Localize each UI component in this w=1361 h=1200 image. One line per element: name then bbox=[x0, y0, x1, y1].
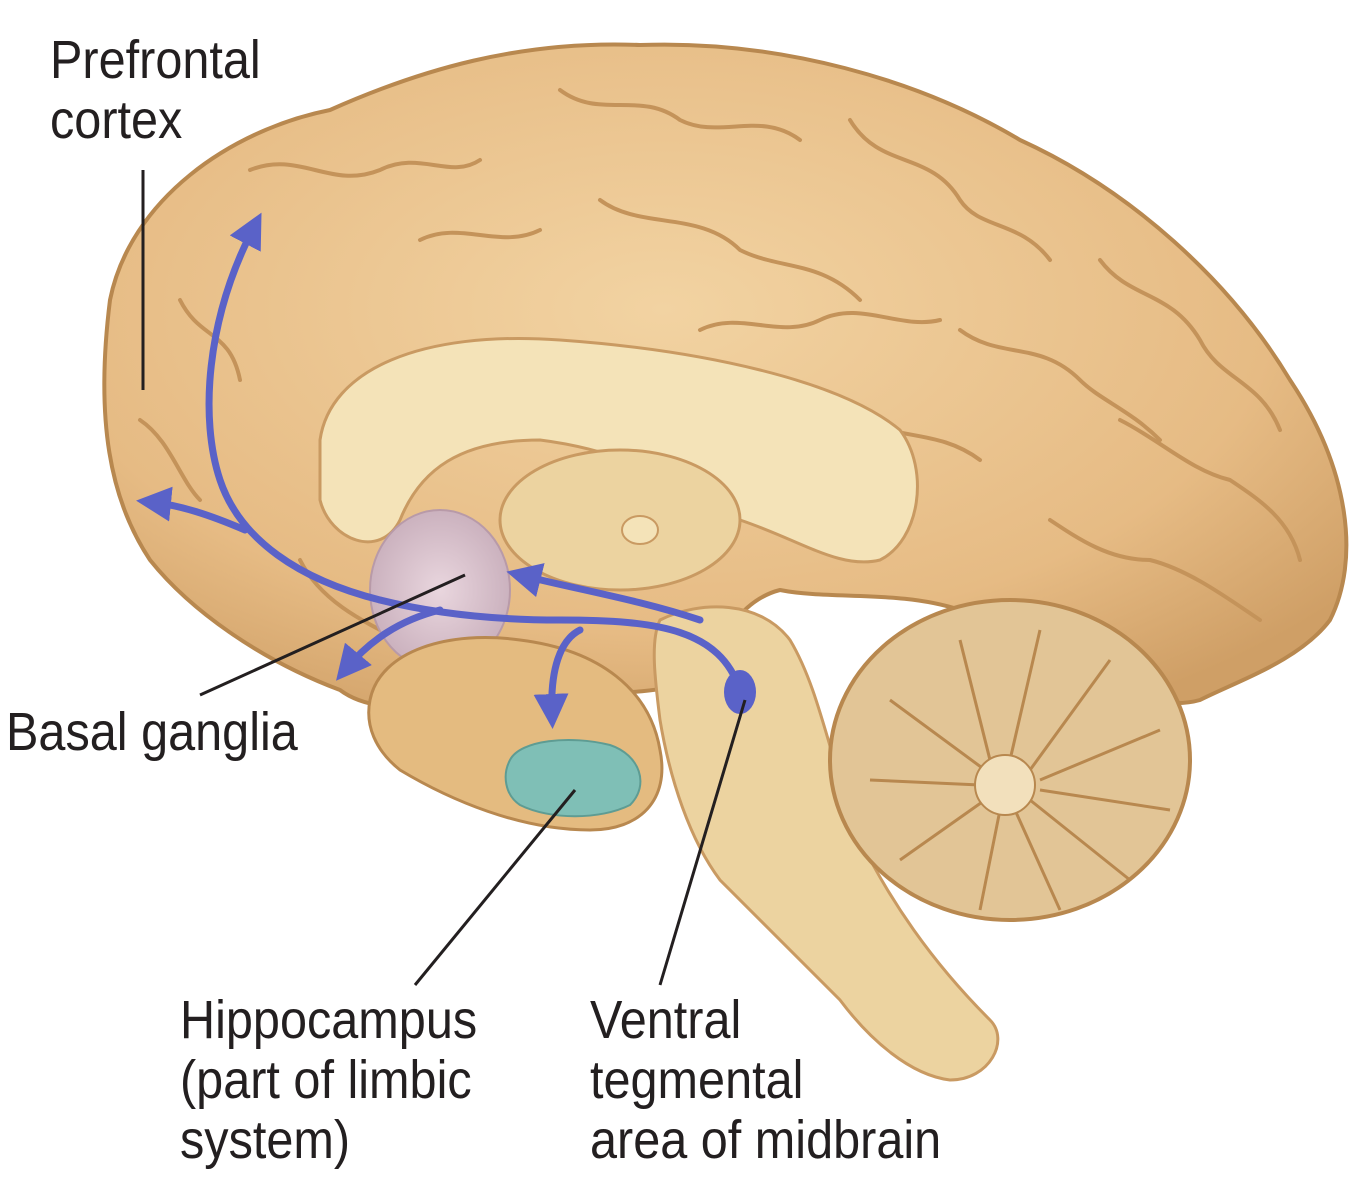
thalamus bbox=[498, 448, 742, 592]
basal-ganglia-label: Basal ganglia bbox=[6, 702, 298, 762]
brainstem bbox=[652, 605, 1000, 1082]
leader-lines bbox=[141, 170, 747, 986]
gyri-pattern bbox=[138, 88, 1302, 642]
hippocampus-label: Hippocampus (part of limbic system) bbox=[180, 990, 478, 1170]
cerebellum bbox=[828, 598, 1192, 922]
hippocampus-shape bbox=[504, 739, 642, 818]
vta-node bbox=[724, 670, 756, 714]
ventral-tegmental-area-label: Ventral tegmental area of midbrain bbox=[590, 990, 942, 1170]
prefrontal-cortex-label: Prefrontal cortex bbox=[50, 30, 261, 150]
dopamine-pathway bbox=[136, 212, 744, 729]
